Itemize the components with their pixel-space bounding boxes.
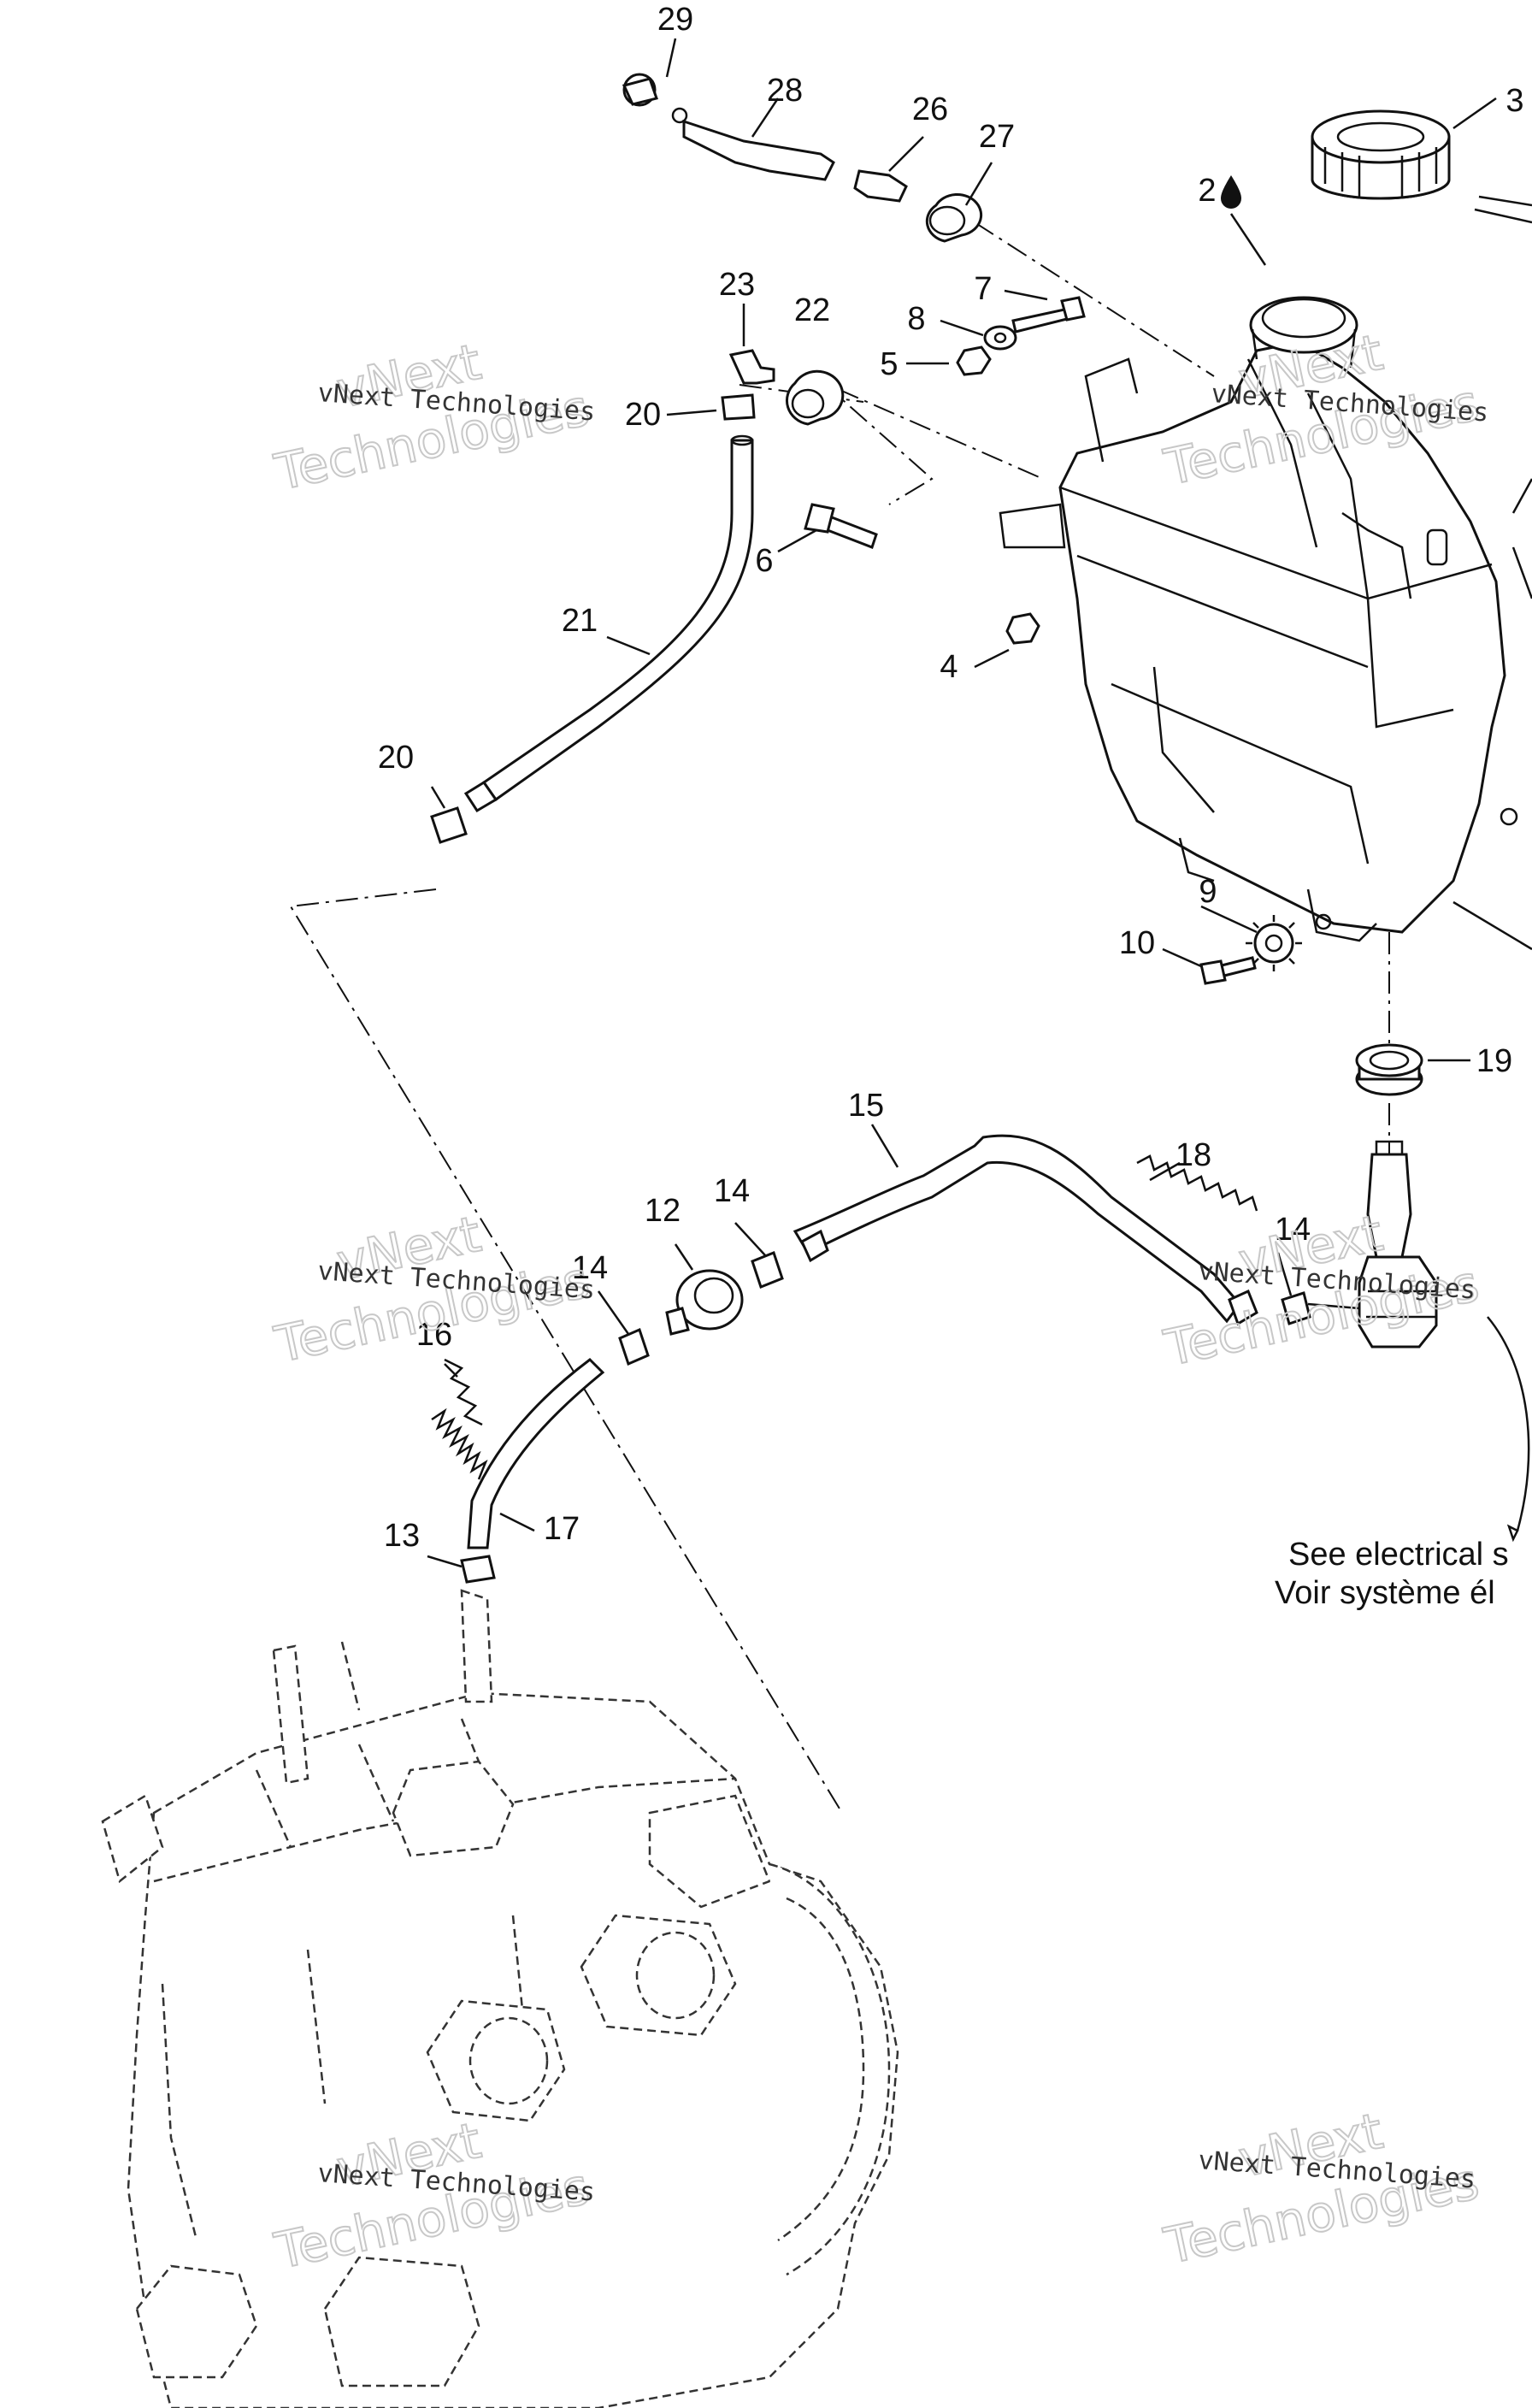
callout-18: 18 <box>1176 1137 1211 1173</box>
callout-7: 7 <box>974 271 992 307</box>
callout-17: 17 <box>544 1511 580 1547</box>
callout-9: 9 <box>1199 874 1217 910</box>
oil-cap <box>1311 109 1451 200</box>
callout-6: 6 <box>755 543 773 579</box>
watermark-top-left: vNext Technologies vNext Technologies <box>268 332 596 503</box>
note-french: Voir système él <box>1275 1575 1495 1611</box>
callout-20-bottom: 20 <box>378 740 414 776</box>
watermark-bottom-left: vNext Technologies vNext Technologies <box>268 2110 596 2281</box>
electrical-reference-note: See electrical s Voir système él <box>1275 1537 1509 1611</box>
callout-28: 28 <box>767 73 803 109</box>
assembly-lines <box>289 221 1390 1814</box>
oil-drop-icon <box>1221 175 1241 209</box>
callout-13: 13 <box>384 1518 420 1554</box>
callout-14-left: 14 <box>572 1250 608 1286</box>
callout-16: 16 <box>416 1317 452 1353</box>
lower-hose-assembly <box>431 1358 605 1584</box>
oil-tank <box>999 195 1532 951</box>
leader-lines <box>427 38 1530 1568</box>
note-english: See electrical s <box>1288 1537 1509 1573</box>
callout-20-top: 20 <box>625 397 661 433</box>
callout-27: 27 <box>979 119 1015 155</box>
engine-ghost <box>101 1589 899 2408</box>
callout-4: 4 <box>940 649 958 685</box>
top-vent-hose <box>622 73 983 243</box>
callout-5: 5 <box>880 346 898 382</box>
callout-3: 3 <box>1505 83 1523 119</box>
callout-15: 15 <box>848 1088 884 1124</box>
watermark-bottom-right: vNext Technologies vNext Technologies <box>1158 2101 1485 2276</box>
callout-21: 21 <box>562 603 598 639</box>
callout-26: 26 <box>912 91 948 127</box>
callout-22: 22 <box>794 292 830 328</box>
oil-line-assembly <box>793 1134 1438 1349</box>
callout-19: 19 <box>1476 1043 1512 1079</box>
callout-23: 23 <box>719 267 755 303</box>
callout-10: 10 <box>1119 925 1155 961</box>
callout-14-right: 14 <box>1275 1212 1311 1248</box>
callout-14-center: 14 <box>714 1173 750 1209</box>
callout-29: 29 <box>657 2 693 38</box>
oil-filter-assembly <box>618 1229 829 1366</box>
callout-labels: 29 28 26 27 3 2 23 22 7 8 5 20 6 21 4 20… <box>378 2 1524 1554</box>
callout-2: 2 <box>1198 173 1216 209</box>
tank-bottom-hardware <box>1199 915 1423 1096</box>
tank-hardware <box>721 296 1086 645</box>
callout-12: 12 <box>645 1193 681 1229</box>
callout-8: 8 <box>907 301 925 337</box>
hose-21 <box>430 434 754 844</box>
